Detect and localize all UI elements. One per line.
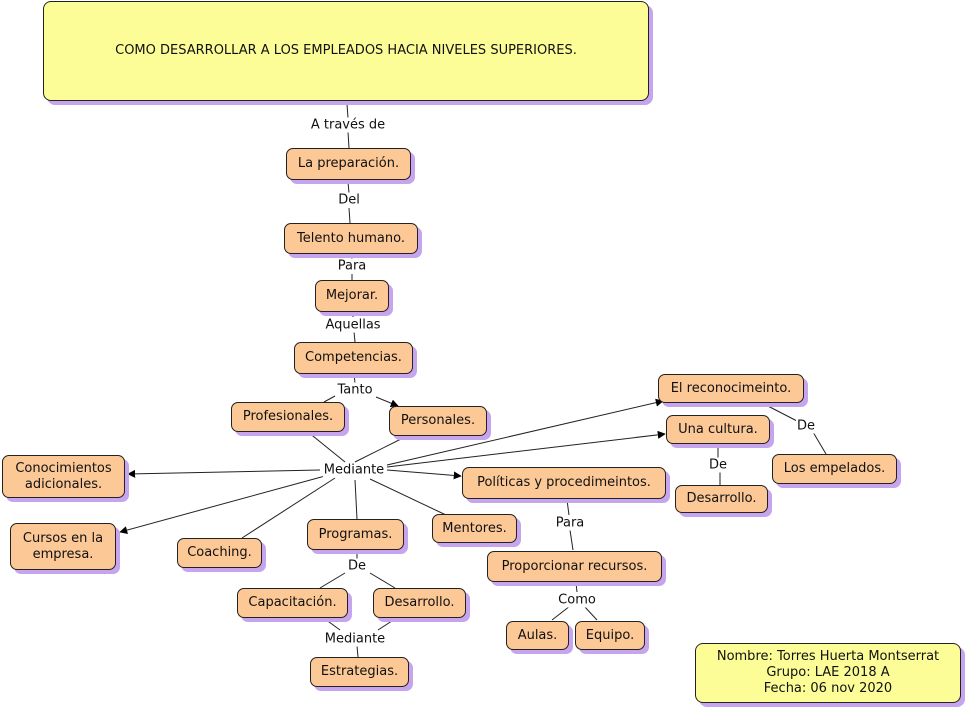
link-phrase-mediante-estrategias[interactable]: Mediante <box>323 631 387 647</box>
link-line <box>386 430 666 468</box>
link-phrase-de-reconocimiento[interactable]: De <box>795 418 817 434</box>
title-node[interactable]: COMO DESARROLLAR A LOS EMPLEADOS HACIA N… <box>43 1 649 101</box>
concept-label: Profesionales. <box>242 409 334 424</box>
concept-estrategias[interactable]: Estrategias. <box>310 657 409 687</box>
link-line <box>323 395 336 403</box>
concept-label: Cursos en la empresa. <box>22 530 104 562</box>
link-line <box>347 181 350 194</box>
concept-aulas[interactable]: Aulas. <box>506 621 569 650</box>
link-line <box>551 605 571 621</box>
author-info-box[interactable]: Nombre: Torres Huerta Montserrat Grupo: … <box>695 643 961 703</box>
concept-label: Desarrollo. <box>384 595 455 610</box>
concept-profesionales[interactable]: Profesionales. <box>231 402 345 432</box>
link-line <box>354 436 406 463</box>
concept-programas[interactable]: Programas. <box>307 519 404 550</box>
link-phrase-del[interactable]: Del <box>337 192 361 208</box>
link-line <box>241 477 336 539</box>
concept-label: Una cultura. <box>678 421 758 437</box>
concept-label: La preparación. <box>297 156 400 171</box>
concept-competencias[interactable]: Competencias. <box>294 342 413 374</box>
concept-label: Los empelados. <box>783 461 886 476</box>
link-phrase-mediante-hub[interactable]: Mediante <box>322 462 386 478</box>
link-line <box>575 582 578 593</box>
link-line <box>348 207 351 224</box>
link-line <box>377 618 396 631</box>
link-line <box>812 431 827 455</box>
concept-una-cultura[interactable]: Una cultura. <box>666 415 770 444</box>
concept-politicas[interactable]: Políticas y procedimeintos. <box>462 467 666 499</box>
link-line <box>386 469 462 480</box>
concept-label: Programas. <box>318 526 393 542</box>
link-line <box>346 103 349 119</box>
concept-label: Capacitación. <box>248 595 337 610</box>
concept-label: Proporcionar recursos. <box>501 558 648 574</box>
author-group: Grupo: LAE 2018 A <box>766 665 890 680</box>
concept-conocimientos-adicionales[interactable]: Conocimientos adicionales. <box>2 455 125 498</box>
concept-label: Políticas y procedimeintos. <box>477 475 651 490</box>
link-phrase-aquellas[interactable]: Aquellas <box>324 317 382 333</box>
concept-proporcionar-recursos[interactable]: Proporcionar recursos. <box>487 551 662 582</box>
concept-desarrollo-cultura[interactable]: Desarrollo. <box>675 485 768 513</box>
concept-desarrollo-programas[interactable]: Desarrollo. <box>373 588 466 618</box>
concept-personales[interactable]: Personales. <box>389 406 487 436</box>
link-line <box>127 469 321 478</box>
link-line <box>583 605 598 621</box>
concept-cursos-empresa[interactable]: Cursos en la empresa. <box>10 523 116 570</box>
link-line <box>566 499 570 516</box>
link-line <box>763 403 798 422</box>
link-line <box>307 431 346 463</box>
link-phrase-como[interactable]: Como <box>557 592 597 608</box>
concept-mejorar[interactable]: Mejorar. <box>315 280 389 312</box>
concept-label: Competencias. <box>305 350 402 365</box>
link-phrase-tanto[interactable]: Tanto <box>336 382 374 398</box>
concept-capacitacion[interactable]: Capacitación. <box>237 588 348 618</box>
concept-equipo[interactable]: Equipo. <box>575 621 645 650</box>
concept-label: Mentores. <box>442 520 507 536</box>
link-line <box>350 253 353 260</box>
title-text: COMO DESARROLLAR A LOS EMPLEADOS HACIA N… <box>115 43 577 58</box>
concept-mentores[interactable]: Mentores. <box>432 514 517 543</box>
concept-label: Desarrollo. <box>686 491 757 506</box>
link-line <box>347 131 350 149</box>
concept-reconocimiento[interactable]: El reconocimeinto. <box>658 374 804 403</box>
link-phrase-de-programas[interactable]: De <box>346 558 368 574</box>
concept-label: Equipo. <box>585 627 635 643</box>
concept-los-empelados[interactable]: Los empelados. <box>772 454 897 484</box>
concept-label: Mejorar. <box>325 288 379 303</box>
link-line <box>569 529 574 551</box>
link-line <box>369 478 447 516</box>
link-phrase-para[interactable]: Para <box>336 258 368 274</box>
concept-label: Aulas. <box>517 627 558 643</box>
link-line <box>353 331 356 343</box>
concept-label: Coaching. <box>187 545 252 560</box>
link-phrase-para-politicas[interactable]: Para <box>554 515 586 531</box>
concept-label: El reconocimeinto. <box>670 380 792 396</box>
link-line <box>324 618 341 631</box>
link-line <box>353 373 356 384</box>
link-line <box>354 479 358 520</box>
concept-label: Personales. <box>400 413 476 428</box>
link-line <box>356 645 359 658</box>
concept-coaching[interactable]: Coaching. <box>177 538 262 568</box>
link-phrase-de-cultura[interactable]: De <box>707 457 729 473</box>
concept-preparacion[interactable]: La preparación. <box>286 148 411 180</box>
concept-label: Conocimientos adicionales. <box>15 460 112 492</box>
author-name: Nombre: Torres Huerta Montserrat <box>716 649 940 664</box>
concept-label: Telento humano. <box>297 230 405 246</box>
link-line <box>386 398 664 466</box>
link-line <box>375 396 399 407</box>
link-line <box>319 572 346 589</box>
author-date: Fecha: 06 nov 2020 <box>763 681 893 696</box>
concept-talento-humano[interactable]: Telento humano. <box>284 223 418 254</box>
concept-label: Estrategias. <box>320 664 399 679</box>
link-line <box>369 572 396 589</box>
link-phrase-a-traves-de[interactable]: A través de <box>309 117 387 133</box>
link-line <box>119 475 326 534</box>
